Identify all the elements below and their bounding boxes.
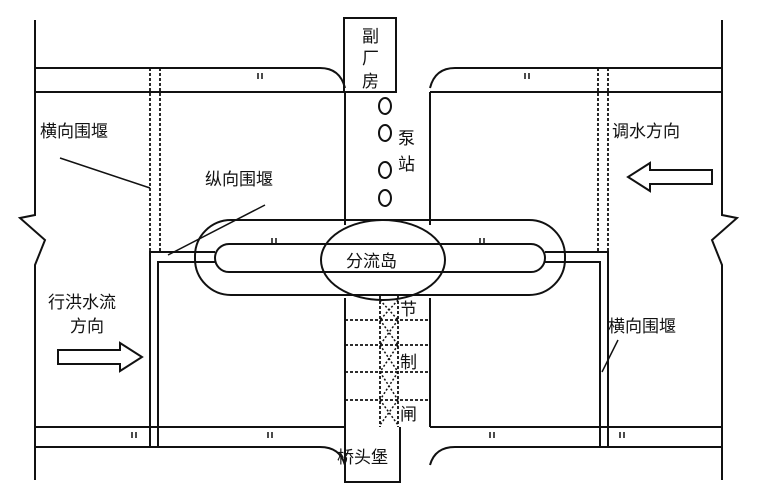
island-inner (214, 243, 546, 273)
longitudinal-cofferdam-right (545, 251, 609, 447)
pump-station-label: 站 (398, 155, 415, 175)
leader-line (167, 204, 266, 256)
pump-units (378, 97, 392, 207)
aux-building-label: 副 (362, 27, 379, 47)
diversion-direction-label: 调水方向 (612, 122, 680, 142)
transverse-cofferdam-left (149, 68, 161, 252)
diversion-arrow (626, 161, 713, 193)
pump-station (344, 92, 431, 225)
flood-flow-arrow (57, 341, 144, 373)
bottom-road (35, 426, 722, 466)
leader-line (59, 157, 151, 189)
bridgehead (344, 427, 401, 483)
flood-flow-label: 方向 (70, 317, 104, 337)
road-marks (131, 73, 625, 438)
aux-building-label: 厂 (362, 49, 379, 69)
longitudinal-cofferdam-left (149, 251, 215, 447)
left-bank (17, 20, 47, 480)
right-bank (710, 20, 740, 480)
transverse-cofferdam-left-label: 横向围堰 (40, 122, 108, 142)
aux-building-label: 房 (362, 72, 379, 92)
sluice-gate-label: 节 (400, 300, 417, 320)
leader-line (601, 339, 619, 373)
sluice-gate-label: 制 (400, 353, 417, 373)
transverse-cofferdam-right-label: 横向围堰 (608, 317, 676, 337)
diversion-island-label: 分流岛 (346, 252, 397, 272)
sluice-gate (344, 296, 431, 427)
diversion-island (320, 219, 446, 301)
bridgehead-label: 桥头堡 (337, 448, 388, 468)
aux-building (343, 17, 397, 93)
longitudinal-cofferdam-label: 纵向围堰 (205, 170, 273, 190)
sluice-gate-label: 闸 (400, 405, 417, 425)
transverse-cofferdam-right (597, 68, 609, 252)
flood-flow-label: 行洪水流 (48, 293, 116, 313)
pump-station-label: 泵 (398, 129, 415, 149)
